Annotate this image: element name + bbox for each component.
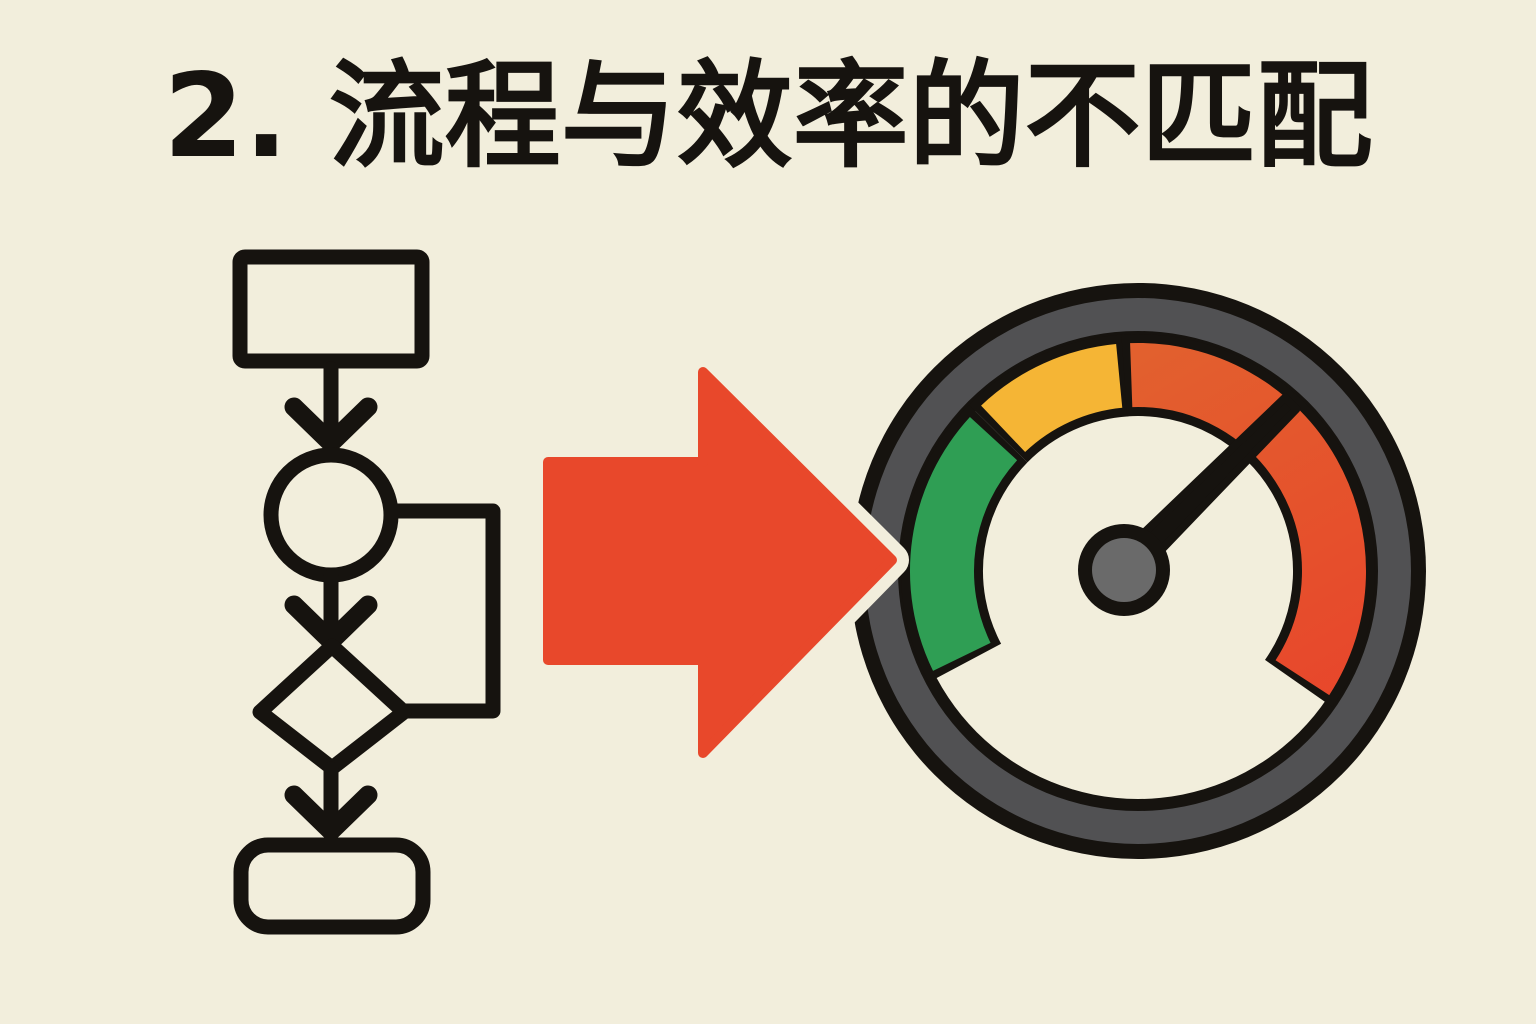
gauge-segments [901, 334, 1375, 707]
flowchart-arrowhead-1-icon [284, 397, 378, 453]
flowchart-operation-circle [263, 447, 399, 583]
gauge-icon [850, 283, 1426, 859]
gauge-segment-red [1130, 343, 1366, 696]
gauge-hub [1092, 538, 1156, 602]
flowchart-terminator-box [233, 837, 431, 935]
page-title: 2. 流程与效率的不匹配 [163, 49, 1373, 184]
gauge-segment-yellow [981, 344, 1124, 453]
flowchart-process-box [232, 249, 430, 369]
flowchart-icon [232, 249, 501, 935]
transform-arrow-icon [531, 355, 909, 770]
flowchart-decision-diamond [252, 638, 412, 776]
flowchart-loop-connector [391, 503, 501, 719]
gauge-segment-green [910, 416, 1018, 671]
flowchart-arrowhead-3-icon [284, 785, 378, 841]
transform-arrow [543, 367, 897, 758]
